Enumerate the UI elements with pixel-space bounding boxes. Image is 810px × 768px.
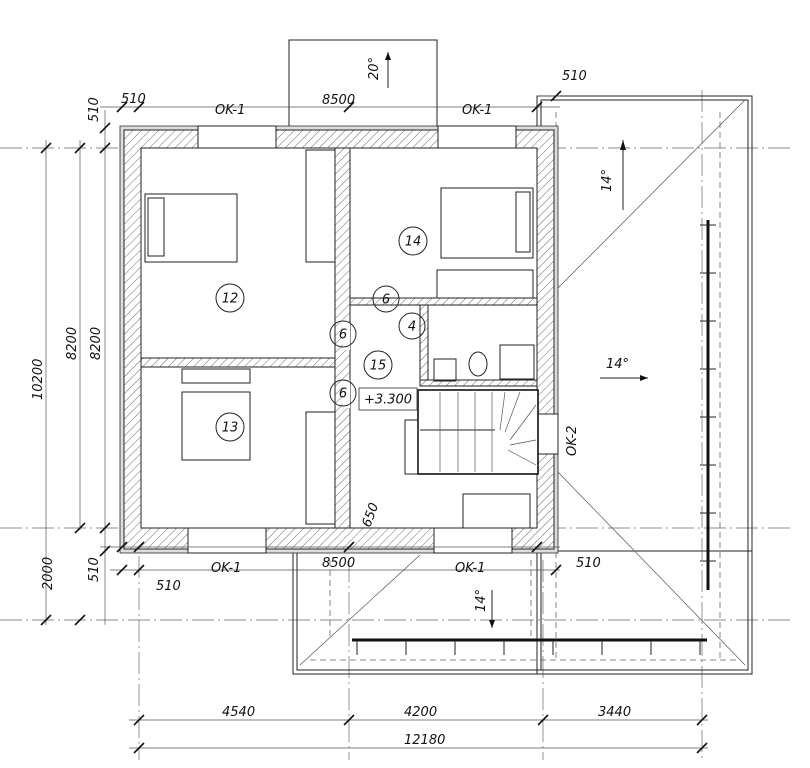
svg-text:510: 510 bbox=[576, 556, 601, 571]
dimension-tick bbox=[116, 541, 128, 553]
walls bbox=[119, 125, 559, 554]
svg-text:510: 510 bbox=[156, 579, 181, 594]
dimension-tick bbox=[343, 101, 355, 113]
svg-text:20°: 20° bbox=[367, 57, 382, 80]
room-6a[interactable]: 6 bbox=[372, 285, 400, 313]
dimension-tick bbox=[99, 142, 111, 154]
dimension-tick bbox=[133, 541, 145, 553]
svg-text:4540: 4540 bbox=[222, 705, 255, 720]
svg-text:3440: 3440 bbox=[598, 705, 631, 720]
dimension-ticks bbox=[40, 90, 708, 754]
room-number: 6 bbox=[339, 328, 347, 343]
room-markers: 12 13 14 15 4 6 6 6 bbox=[215, 226, 428, 442]
room-12[interactable]: 12 bbox=[215, 283, 245, 313]
room-6c[interactable]: 6 bbox=[329, 379, 357, 407]
svg-text:510: 510 bbox=[87, 557, 102, 582]
level-mark: +3.300 bbox=[358, 387, 418, 411]
snow-guard-ticks bbox=[356, 224, 716, 655]
dimension-tick bbox=[696, 742, 708, 754]
window-label: OK-1 bbox=[211, 561, 241, 576]
svg-text:4200: 4200 bbox=[404, 705, 437, 720]
dimension-tick bbox=[99, 545, 111, 557]
room-number: 6 bbox=[339, 387, 347, 402]
window-label: OK-1 bbox=[215, 103, 245, 118]
svg-text:510: 510 bbox=[562, 69, 587, 84]
room-number: 15 bbox=[370, 359, 387, 374]
room-15[interactable]: 15 bbox=[363, 350, 393, 380]
dimension-tick bbox=[116, 101, 128, 113]
axis-lines bbox=[0, 90, 790, 760]
dimension-tick bbox=[99, 522, 111, 534]
stair-step bbox=[509, 439, 537, 446]
room-4[interactable]: 4 bbox=[398, 312, 426, 340]
svg-text:650: 650 bbox=[360, 501, 383, 529]
room-13[interactable]: 13 bbox=[215, 412, 245, 442]
stair-step bbox=[509, 404, 537, 441]
svg-text:8200: 8200 bbox=[89, 327, 104, 360]
furniture bbox=[144, 149, 539, 529]
svg-text:8500: 8500 bbox=[322, 93, 355, 108]
room-14[interactable]: 14 bbox=[398, 226, 428, 256]
svg-text:+3.300: +3.300 bbox=[364, 393, 412, 408]
svg-text:8500: 8500 bbox=[322, 556, 355, 571]
slope-indicators: 20° 14° 14° 14° bbox=[367, 52, 648, 628]
svg-text:2000: 2000 bbox=[41, 557, 56, 590]
dimension-tick bbox=[550, 564, 562, 576]
svg-text:14°: 14° bbox=[606, 357, 629, 372]
room-6b[interactable]: 6 bbox=[329, 320, 357, 348]
room-number: 4 bbox=[408, 320, 416, 335]
window-label: OK-2 bbox=[565, 426, 580, 456]
stair-step bbox=[507, 449, 537, 466]
svg-text:8200: 8200 bbox=[65, 327, 80, 360]
svg-text:10200: 10200 bbox=[31, 359, 46, 400]
dimension-tick bbox=[343, 714, 355, 726]
windows bbox=[187, 125, 559, 554]
room-number: 13 bbox=[222, 421, 239, 436]
dimension-tick bbox=[99, 122, 111, 134]
room-number: 12 bbox=[222, 292, 239, 307]
dimension-tick bbox=[531, 541, 543, 553]
room-number: 6 bbox=[382, 293, 390, 308]
svg-text:510: 510 bbox=[87, 97, 102, 122]
dimension-tick bbox=[696, 714, 708, 726]
svg-text:12180: 12180 bbox=[404, 733, 445, 748]
stair-step bbox=[499, 391, 506, 431]
svg-text:14°: 14° bbox=[474, 589, 489, 612]
dimension-tick bbox=[550, 90, 562, 102]
dimension-tick bbox=[531, 101, 543, 113]
room-number: 14 bbox=[405, 235, 422, 250]
svg-text:510: 510 bbox=[121, 92, 146, 107]
dimension-tick bbox=[133, 564, 145, 576]
dimension-tick bbox=[116, 564, 128, 576]
dimension-tick bbox=[74, 142, 86, 154]
stair-step bbox=[504, 391, 521, 433]
window-label: OK-1 bbox=[462, 103, 492, 118]
svg-text:14°: 14° bbox=[600, 169, 615, 192]
dimension-tick bbox=[133, 714, 145, 726]
dimension-tick bbox=[537, 714, 549, 726]
dimension-lines bbox=[45, 95, 708, 749]
window-label: OK-1 bbox=[455, 561, 485, 576]
dimension-labels: 510 OK-1 8500 OK-1 510 510 10200 8200 82… bbox=[31, 69, 631, 748]
dimension-tick bbox=[133, 742, 145, 754]
dimension-tick bbox=[40, 142, 52, 154]
dimension-tick bbox=[133, 101, 145, 113]
dimension-tick bbox=[40, 614, 52, 626]
dimension-tick bbox=[74, 614, 86, 626]
dimension-tick bbox=[74, 522, 86, 534]
dimension-tick bbox=[343, 541, 355, 553]
